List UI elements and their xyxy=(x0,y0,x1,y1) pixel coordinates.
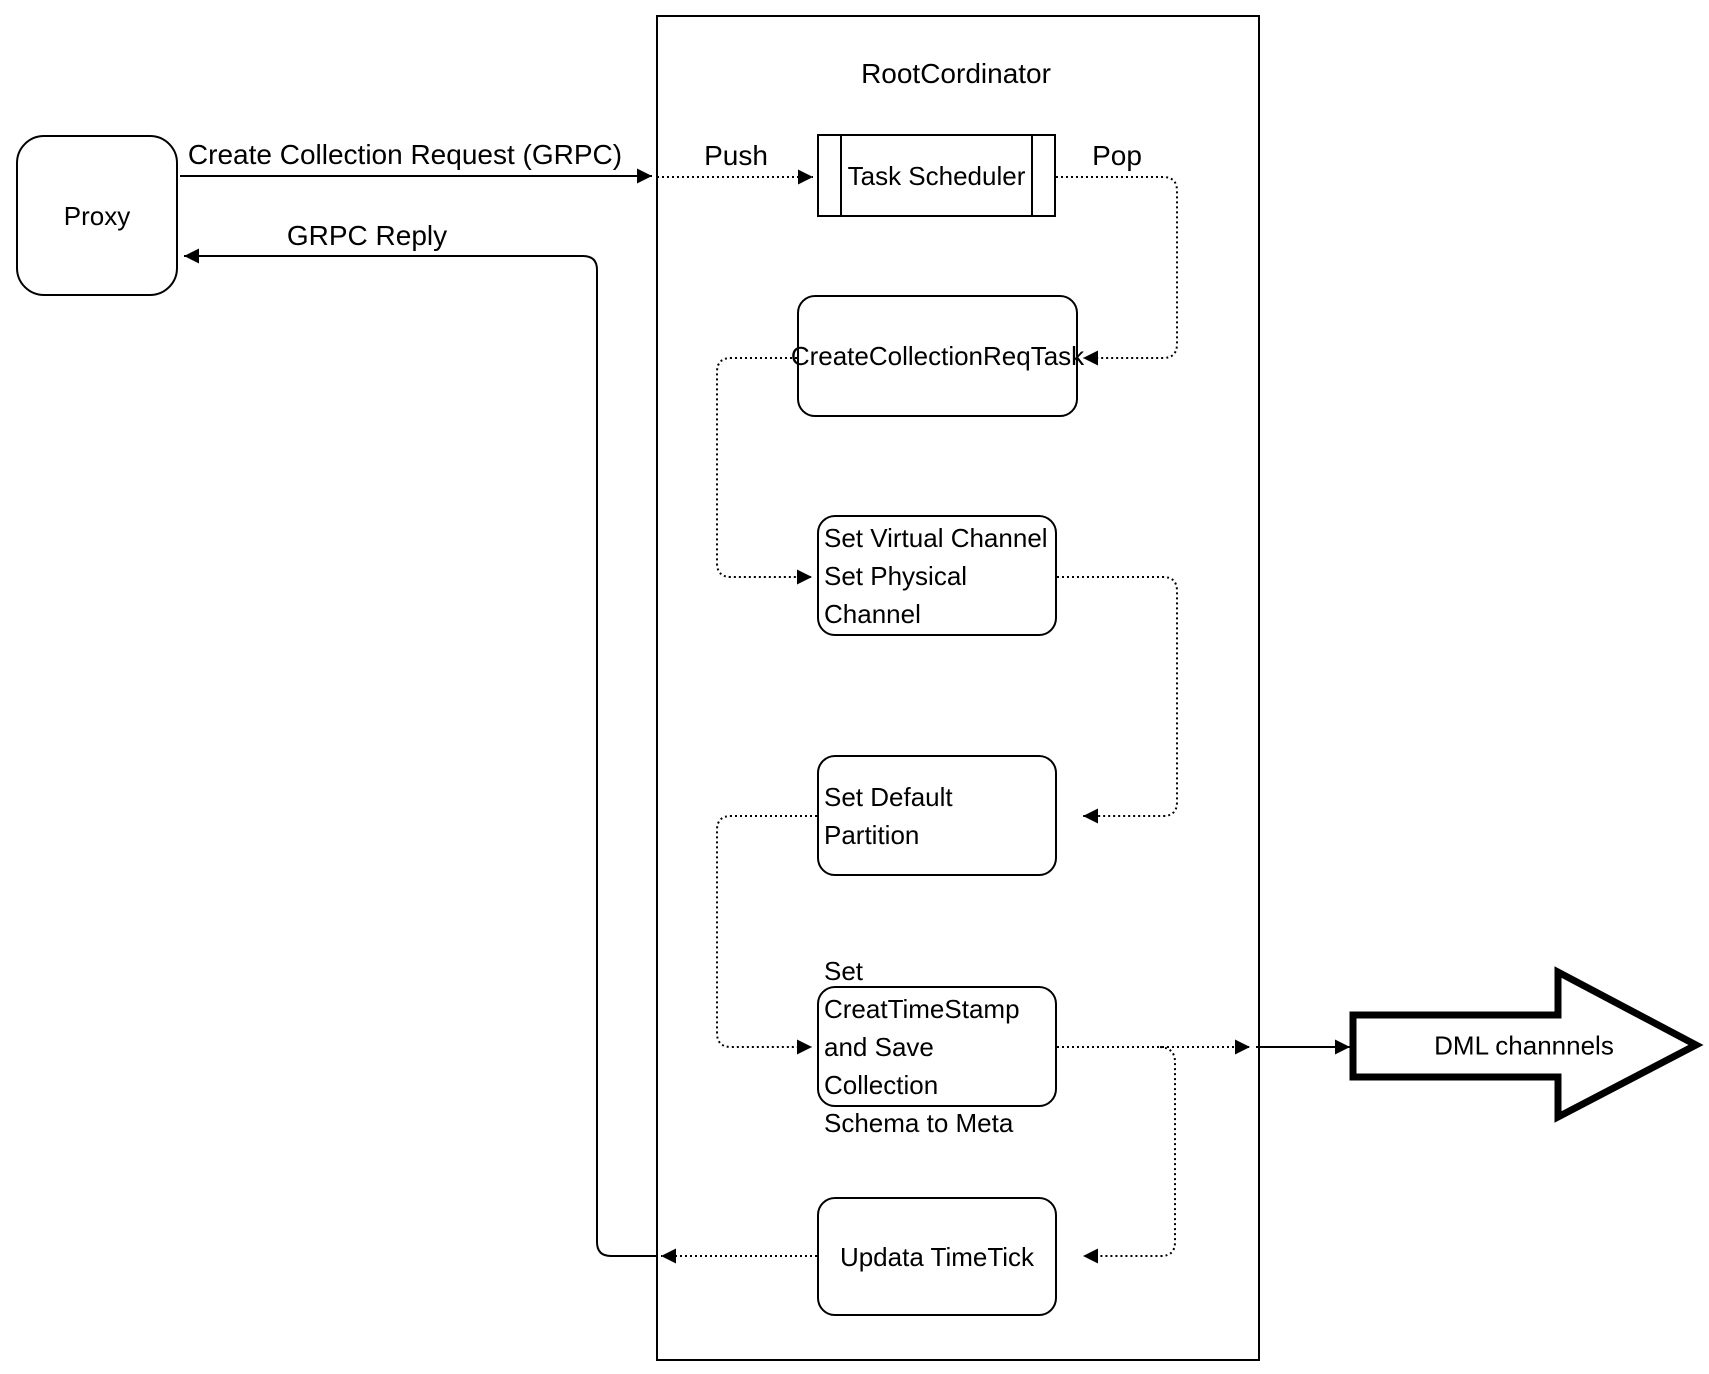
node-set-channels: Set Virtual Channel Set Physical Channel xyxy=(817,515,1057,636)
node-set-channels-line2: Set Physical Channel xyxy=(824,560,968,629)
node-updata-timetick: Updata TimeTick xyxy=(817,1197,1057,1316)
node-create-collection-req-task: CreateCollectionReqTask xyxy=(791,295,1084,417)
edge-partition-to-timestamp xyxy=(716,815,817,1055)
node-set-channels-line1: Set Virtual Channel xyxy=(824,522,1048,553)
label-create-collection-request: Create Collection Request (GRPC) xyxy=(183,141,627,169)
node-set-default-partition: Set Default Partition xyxy=(817,755,1057,876)
label-grpc-reply: GRPC Reply xyxy=(282,222,452,250)
node-set-timestamp-line3: Schema to Meta xyxy=(824,1107,1014,1138)
dml-channels-arrow-shape xyxy=(1349,966,1704,1123)
node-task-scheduler: Task Scheduler xyxy=(817,134,1056,217)
node-proxy: Proxy xyxy=(16,135,178,296)
dml-channels-label: DML channnels xyxy=(1434,1030,1614,1061)
node-set-default-partition-label: Set Default Partition xyxy=(824,781,953,850)
label-pop: Pop xyxy=(1088,142,1146,170)
node-updata-timetick-label: Updata TimeTick xyxy=(839,1241,1035,1272)
edge-timestamp-to-timetick xyxy=(1083,1046,1176,1264)
node-set-timestamp-line2: and Save Collection xyxy=(824,1031,939,1100)
label-push: Push xyxy=(700,142,772,170)
node-set-timestamp-line1: Set CreatTimeStamp xyxy=(824,955,1020,1024)
edge-pop xyxy=(1056,176,1178,366)
rootcoordinator-container xyxy=(656,15,1260,1361)
node-create-collection-req-task-label: CreateCollectionReqTask xyxy=(790,341,1085,371)
node-set-timestamp: Set CreatTimeStamp and Save Collection S… xyxy=(817,956,1057,1138)
edge-ccrt-to-channels xyxy=(716,357,812,585)
node-proxy-label: Proxy xyxy=(63,200,131,231)
node-task-scheduler-label: Task Scheduler xyxy=(847,160,1026,191)
rootcoordinator-title: RootCordinator xyxy=(861,58,1051,89)
edge-grpc-reply xyxy=(184,248,657,1257)
edge-channels-to-partition xyxy=(1057,576,1178,824)
